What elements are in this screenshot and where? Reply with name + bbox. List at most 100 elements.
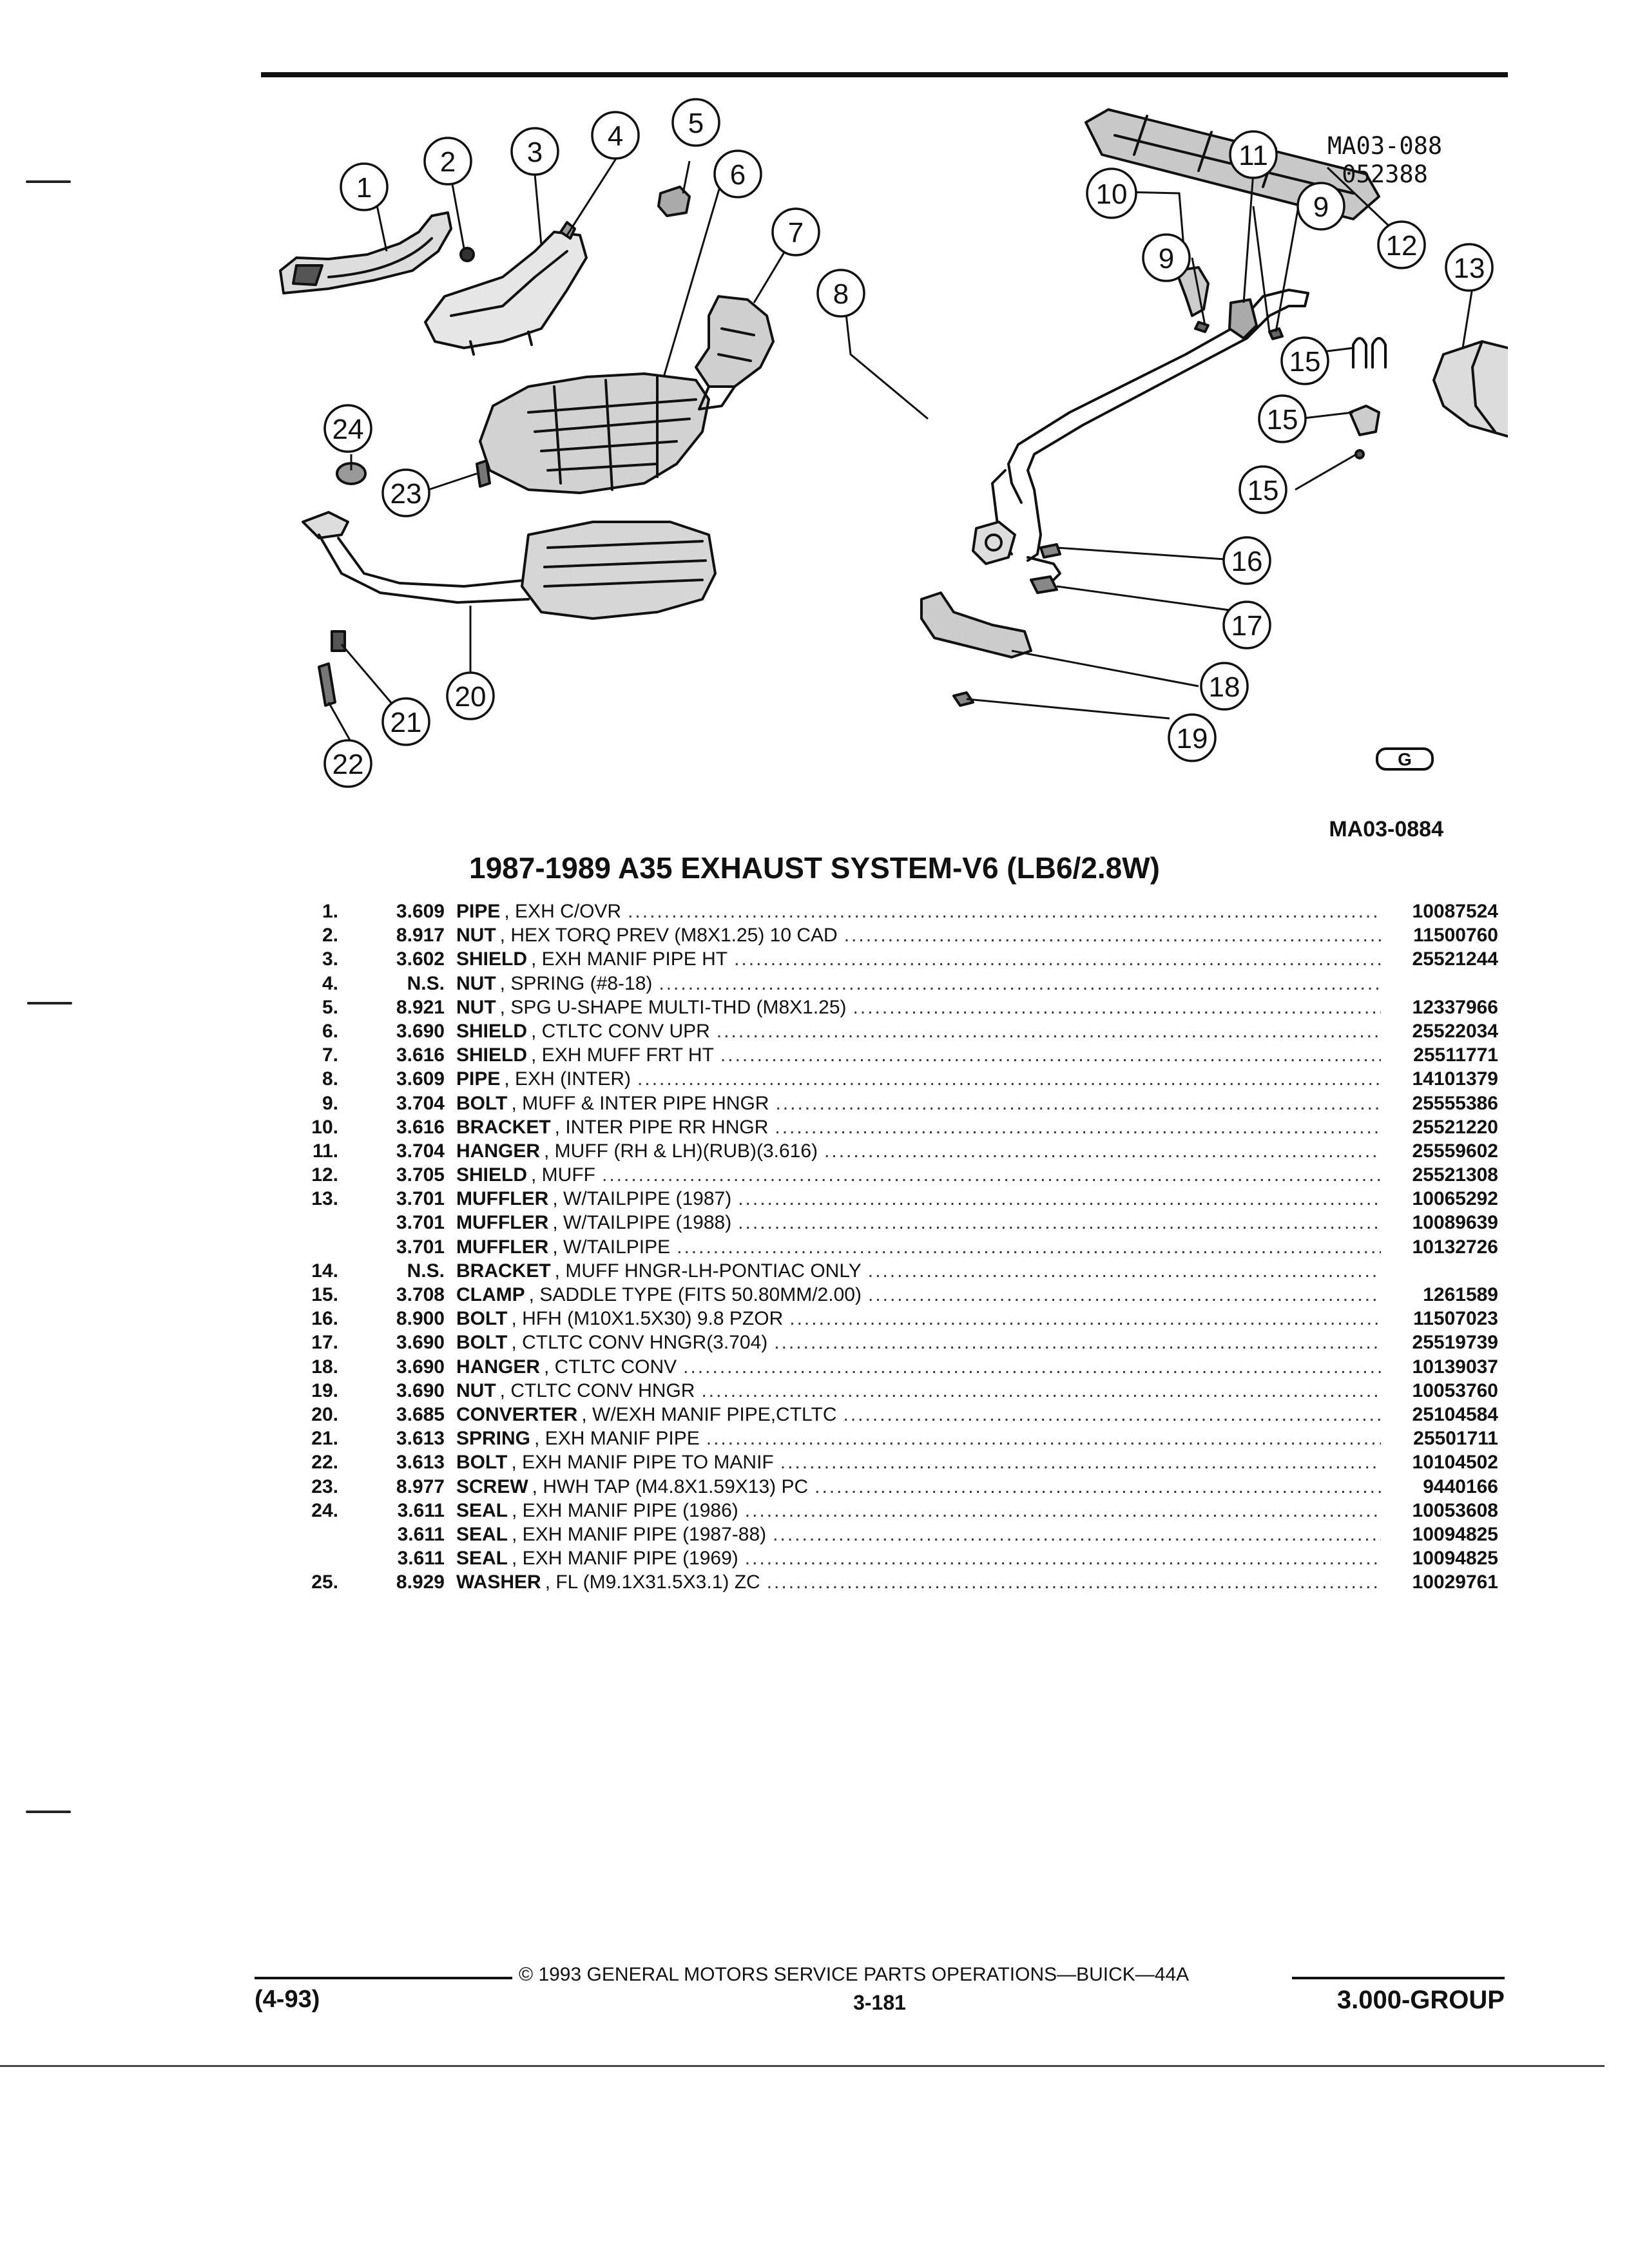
- svg-text:4: 4: [608, 120, 623, 152]
- part-name: BRACKET: [456, 1116, 551, 1138]
- footer-date-code: (4-93): [255, 1986, 320, 2013]
- part-group-number: 8.921: [396, 996, 445, 1018]
- part-group-number: 3.609: [396, 1068, 445, 1090]
- part-description: NUT, SPG U-SHAPE MULTI-THD (M8X1.25): [456, 995, 1381, 1019]
- part-item-number: 25.: [311, 1571, 338, 1593]
- leader-dots: [815, 1475, 1381, 1499]
- part-name: CLAMP: [456, 1284, 525, 1305]
- part-detail: , FL (M9.1X31.5X3.1) ZC: [545, 1571, 760, 1593]
- leader-dots: [824, 1139, 1381, 1163]
- part-number: 11507023: [1413, 1308, 1498, 1330]
- part-description: SEAL, EXH MANIF PIPE (1969): [456, 1546, 1381, 1570]
- part-group-number: 3.704: [396, 1092, 445, 1114]
- callout-8: 8: [816, 269, 865, 318]
- leader-dots: [868, 1283, 1381, 1307]
- part-item-number: 8.: [322, 1068, 338, 1090]
- svg-text:G: G: [1398, 749, 1412, 769]
- part-number: 11500760: [1413, 925, 1498, 947]
- callout-9: 9: [1296, 182, 1345, 231]
- part-detail: , MUFF (RH & LH)(RUB)(3.616): [544, 1140, 818, 1162]
- svg-text:1: 1: [356, 172, 372, 204]
- part-item-number: 22.: [311, 1452, 338, 1474]
- svg-text:9: 9: [1313, 191, 1329, 223]
- part-17-bolt: [1030, 575, 1058, 594]
- callout-20: 20: [446, 671, 495, 720]
- svg-text:11: 11: [1239, 140, 1268, 171]
- part-group-number: 3.611: [397, 1548, 445, 1570]
- part-number: 10104502: [1412, 1452, 1498, 1474]
- footer-copyright: © 1993 GENERAL MOTORS SERVICE PARTS OPER…: [519, 1964, 1190, 1985]
- svg-text:8: 8: [833, 278, 849, 310]
- part-number: 10132726: [1412, 1236, 1498, 1258]
- part-description: MUFFLER, W/TAILPIPE (1988): [456, 1211, 1381, 1235]
- part-number: 9440166: [1423, 1475, 1498, 1497]
- svg-text:24: 24: [333, 414, 364, 445]
- part-group-number: 3.613: [396, 1428, 445, 1450]
- part-6-converter-upper-shield: [479, 372, 710, 494]
- part-number: 25521220: [1412, 1116, 1498, 1138]
- part-group-number: 3.701: [396, 1236, 445, 1258]
- leader-dots: [677, 1235, 1381, 1259]
- part-name: BOLT: [456, 1452, 508, 1474]
- footer-rule-left: [255, 1977, 512, 1979]
- parts-row: 4.N.S.NUT, SPRING (#8-18): [303, 972, 1498, 995]
- part-name: MUFFLER: [456, 1188, 549, 1210]
- svg-text:13: 13: [1454, 253, 1485, 284]
- part-detail: , HFH (M10X1.5X30) 9.8 PZOR: [511, 1308, 784, 1330]
- part-name: HANGER: [456, 1140, 541, 1162]
- part-number: 12337966: [1412, 996, 1498, 1018]
- leader-dots: [659, 972, 1381, 995]
- part-4-spring-nut: [559, 221, 576, 240]
- part-group-number: 3.611: [397, 1499, 445, 1521]
- part-detail: , EXH MANIF PIPE TO MANIF: [511, 1452, 774, 1474]
- part-number: 1261589: [1423, 1284, 1498, 1305]
- part-description: PIPE, EXH C/OVR: [456, 899, 1381, 923]
- part-detail: , INTER PIPE RR HNGR: [554, 1116, 769, 1138]
- svg-text:19: 19: [1177, 723, 1208, 754]
- part-number: 25519739: [1412, 1332, 1498, 1354]
- part-number: 10089639: [1412, 1212, 1498, 1234]
- leader-dots: [868, 1259, 1381, 1283]
- leader-dots: [683, 1355, 1381, 1379]
- part-detail: , EXH MANIF PIPE: [534, 1428, 700, 1450]
- part-detail: , W/EXH MANIF PIPE,CTLTC: [581, 1403, 837, 1425]
- part-group-number: 8.977: [396, 1475, 445, 1497]
- callout-22: 22: [323, 739, 372, 788]
- part-name: NUT: [456, 1379, 496, 1401]
- part-number: 25501711: [1413, 1428, 1498, 1450]
- part-description: SPRING, EXH MANIF PIPE: [456, 1427, 1381, 1450]
- part-name: BOLT: [456, 1092, 508, 1114]
- part-detail: , SPRING (#8-18): [499, 972, 653, 994]
- part-name: WASHER: [456, 1571, 541, 1593]
- part-description: NUT, CTLTC CONV HNGR: [456, 1379, 1381, 1403]
- leader-dots: [780, 1450, 1381, 1474]
- part-item-number: 20.: [311, 1403, 338, 1425]
- leader-dots: [717, 1019, 1381, 1043]
- exhaust-exploded-diagram: 1 2 3 4 5 6 7 8 9 9 9 9 10 11 11 12 13 1…: [279, 98, 1508, 788]
- part-description: MUFFLER, W/TAILPIPE (1987): [456, 1187, 1381, 1211]
- svg-text:15: 15: [1289, 346, 1321, 378]
- part-name: SEAL: [456, 1499, 508, 1521]
- callout-7: 7: [771, 207, 820, 256]
- part-description: SHIELD, MUFF: [456, 1163, 1381, 1187]
- leader-dots: [637, 1067, 1381, 1091]
- part-item-number: 18.: [311, 1356, 338, 1378]
- part-group-number: 3.611: [397, 1523, 445, 1545]
- part-23-screw: [476, 459, 491, 488]
- part-16-bolt: [1039, 543, 1061, 559]
- part-group-number: 3.690: [396, 1332, 445, 1354]
- part-21-spring: [331, 630, 346, 652]
- part-item-number: 24.: [311, 1499, 338, 1521]
- svg-text:23: 23: [390, 478, 422, 510]
- part-description: BOLT, EXH MANIF PIPE TO MANIF: [456, 1450, 1381, 1474]
